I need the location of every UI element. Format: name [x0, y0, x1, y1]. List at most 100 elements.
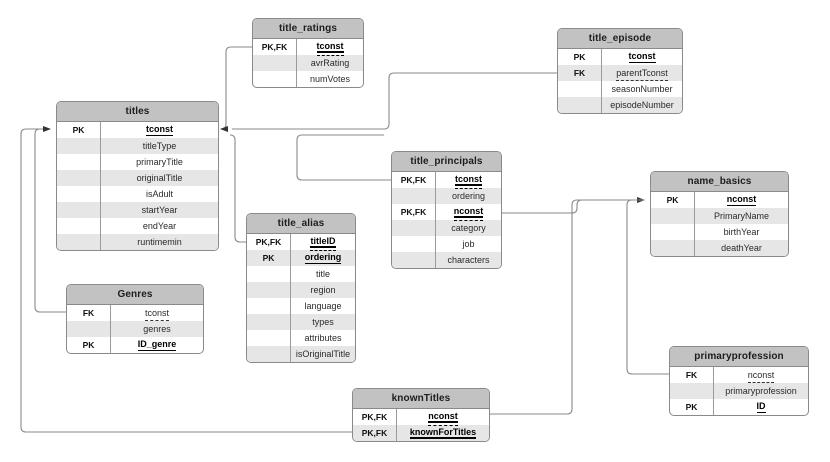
attribute-row[interactable]: runtimemin — [57, 234, 218, 250]
attribute-row[interactable]: region — [247, 282, 355, 298]
attribute-name: language — [291, 298, 355, 314]
attribute-text: startYear — [141, 204, 178, 215]
attribute-row[interactable]: title — [247, 266, 355, 282]
attribute-row[interactable]: deathYear — [651, 240, 788, 256]
key-constraint-label: PK,FK — [353, 425, 397, 441]
attribute-row[interactable]: characters — [392, 252, 501, 268]
key-constraint-label — [57, 234, 101, 250]
attribute-row[interactable]: genres — [67, 321, 203, 337]
attribute-text: nconst — [428, 411, 458, 426]
attribute-row[interactable]: primaryTitle — [57, 154, 218, 170]
key-constraint-label — [57, 154, 101, 170]
attribute-row[interactable]: types — [247, 314, 355, 330]
attribute-text: tconst — [455, 174, 482, 189]
attribute-text: birthYear — [723, 226, 760, 237]
attribute-text: runtimemin — [137, 236, 182, 247]
attribute-row[interactable]: PrimaryName — [651, 208, 788, 224]
attribute-row[interactable]: seasonNumber — [558, 81, 682, 97]
attribute-name: startYear — [101, 202, 218, 218]
entity-title-knownTitles: knownTitles — [353, 389, 489, 409]
attribute-row[interactable]: category — [392, 220, 501, 236]
attribute-row[interactable]: endYear — [57, 218, 218, 234]
attribute-name: tconst — [111, 305, 203, 321]
attribute-row[interactable]: primaryprofession — [670, 383, 808, 399]
edge-title_principals-titles — [296, 134, 391, 181]
attribute-name: region — [291, 282, 355, 298]
key-constraint-label — [558, 81, 602, 97]
attribute-text: avrRating — [310, 57, 350, 68]
key-constraint-label — [67, 321, 111, 337]
attribute-row[interactable]: job — [392, 236, 501, 252]
attribute-name: isAdult — [101, 186, 218, 202]
attribute-name: numVotes — [297, 71, 363, 87]
attribute-row[interactable]: episodeNumber — [558, 97, 682, 113]
attribute-row[interactable]: language — [247, 298, 355, 314]
attribute-name: title — [291, 266, 355, 282]
attribute-name: tconst — [602, 49, 682, 65]
attribute-row[interactable]: attributes — [247, 330, 355, 346]
attribute-text: numVotes — [309, 73, 351, 84]
attribute-name: category — [436, 220, 501, 236]
attribute-text: category — [451, 222, 486, 233]
attribute-name: titleType — [101, 138, 218, 154]
attribute-row[interactable]: ordering — [392, 188, 501, 204]
key-constraint-label: PK — [651, 192, 695, 208]
attribute-name: originalTitle — [101, 170, 218, 186]
attribute-row[interactable]: avrRating — [253, 55, 363, 71]
key-constraint-label: PK,FK — [247, 234, 291, 250]
attribute-row[interactable]: titleType — [57, 138, 218, 154]
attribute-text: types — [312, 316, 334, 327]
attribute-text: nconst — [726, 194, 757, 206]
attribute-text: nconst — [747, 369, 775, 383]
key-constraint-label: PK,FK — [392, 204, 436, 220]
attribute-name: avrRating — [297, 55, 363, 71]
attribute-text: ID — [756, 401, 766, 413]
key-constraint-label — [253, 55, 297, 71]
attribute-text: ordering — [451, 190, 486, 201]
attribute-row[interactable]: birthYear — [651, 224, 788, 240]
attribute-text: parentTconst — [616, 67, 668, 81]
key-constraint-label — [57, 170, 101, 186]
attribute-name: primaryTitle — [101, 154, 218, 170]
attribute-text: endYear — [142, 220, 177, 231]
attribute-text: isOriginalTitle — [295, 348, 351, 359]
attribute-row[interactable]: PK nconst — [651, 192, 788, 208]
attribute-row[interactable]: numVotes — [253, 71, 363, 87]
attribute-name: nconst — [397, 409, 489, 426]
key-constraint-label — [392, 220, 436, 236]
attribute-row[interactable]: isAdult — [57, 186, 218, 202]
attribute-name: knownForTitles — [397, 425, 489, 441]
key-constraint-label — [57, 202, 101, 218]
attribute-row[interactable]: originalTitle — [57, 170, 218, 186]
attribute-row[interactable]: startYear — [57, 202, 218, 218]
attribute-row[interactable]: isOriginalTitle — [247, 346, 355, 362]
